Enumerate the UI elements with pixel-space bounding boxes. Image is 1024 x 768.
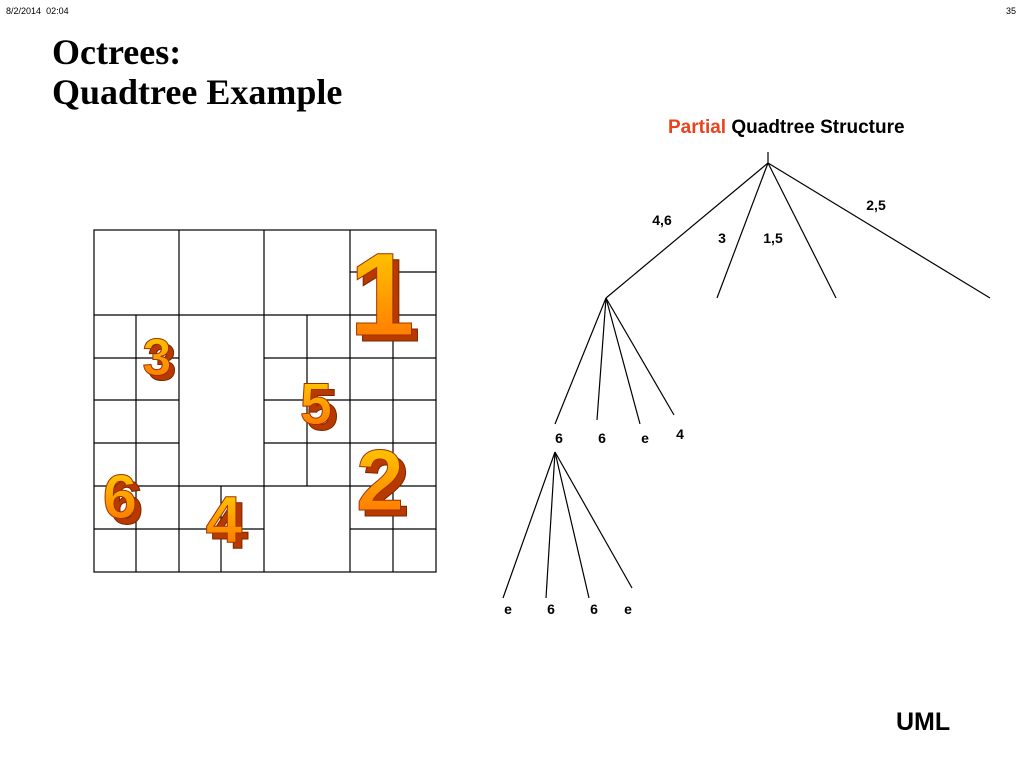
structure-title-highlight: Partial: [668, 117, 727, 138]
tree-leaf: 6: [590, 601, 598, 617]
tree-leaf: 6: [555, 430, 563, 446]
svg-text:4: 4: [206, 482, 243, 556]
tree-edge: [605, 162, 769, 299]
tree-edge: [554, 451, 633, 589]
tree-edge: [767, 162, 837, 299]
svg-text:2: 2: [362, 439, 410, 535]
tree-edge: [554, 297, 607, 425]
svg-text:6: 6: [103, 463, 137, 532]
edge-label-first: 4,6: [652, 212, 672, 228]
edge-label-third: 1,5: [763, 230, 783, 246]
tree-leaf: e: [641, 430, 649, 446]
grid-number-1: 1 1: [349, 229, 422, 368]
slide-title: Octrees: Quadtree Example: [52, 32, 342, 112]
grid-number-4: 4 4: [205, 482, 249, 563]
grid-number-2: 2 2: [356, 433, 411, 536]
title-line-1: Octrees:: [52, 32, 182, 72]
tree-leaf: e: [624, 601, 632, 617]
grid-outer-border: [93, 229, 437, 573]
footer-label: UML: [896, 708, 951, 736]
tree-leaf: e: [504, 601, 512, 617]
structure-title: Partial Quadtree Structure: [668, 117, 905, 139]
svg-text:5: 5: [306, 378, 338, 443]
tree-edges: [502, 152, 991, 599]
tree-edge: [554, 451, 590, 599]
grid-number-3: 3 3: [142, 329, 177, 393]
svg-text:1: 1: [355, 235, 421, 367]
tree-edge: [596, 297, 607, 421]
edge-label-second: 3: [718, 230, 726, 246]
tree-edge: [502, 451, 556, 599]
tree-edge: [605, 297, 641, 425]
svg-text:1: 1: [349, 229, 415, 361]
grid-number-6: 6 6: [102, 463, 143, 539]
tree-leaf: 4: [676, 426, 684, 442]
svg-text:4: 4: [212, 488, 249, 562]
tree-edge: [605, 297, 675, 416]
quadtree-grid: [93, 229, 437, 573]
tree-leaf: 6: [547, 601, 555, 617]
slide-number: 35: [1005, 6, 1016, 16]
svg-text:5: 5: [300, 372, 332, 437]
svg-text:3: 3: [143, 329, 172, 387]
grid-number-5: 5 5: [299, 372, 338, 444]
title-line-2: Quadtree Example: [52, 72, 343, 112]
svg-text:6: 6: [109, 469, 143, 538]
svg-text:3: 3: [148, 334, 177, 392]
tree-leaf: 6: [598, 430, 606, 446]
edge-label-fourth: 2,5: [866, 197, 886, 213]
structure-title-rest: Quadtree Structure: [731, 117, 905, 138]
tree-edge: [545, 451, 556, 599]
svg-text:2: 2: [356, 433, 404, 529]
tree-edge: [716, 162, 769, 299]
tree-edge: [767, 162, 991, 299]
slide-date: 8/2/2014 02:04: [6, 6, 69, 16]
